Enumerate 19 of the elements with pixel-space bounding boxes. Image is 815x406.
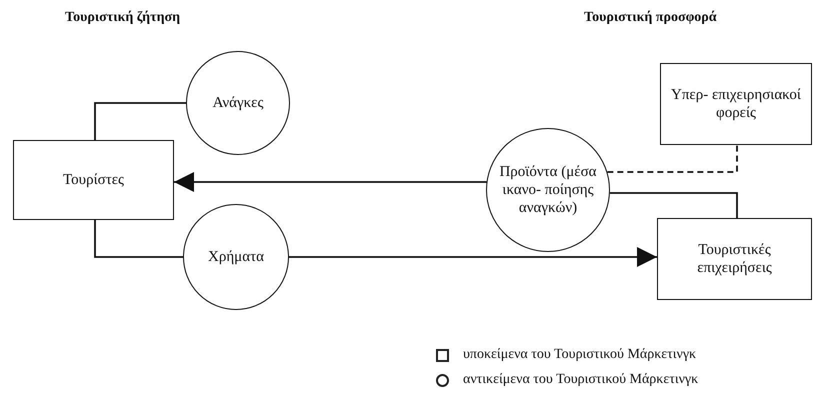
node-label: Χρήματα	[208, 248, 264, 266]
node-label: Ανάγκες	[212, 94, 264, 112]
rectangle-node	[657, 218, 812, 300]
node-label: Τουρίστες	[63, 171, 124, 189]
connector-line	[610, 192, 738, 218]
node-label: Τουριστικές επιχειρήσεις	[696, 241, 773, 277]
rectangle-node	[13, 140, 174, 220]
rectangle-node	[660, 63, 812, 145]
connector-line	[607, 145, 738, 173]
arrow	[289, 247, 657, 267]
arrow	[174, 172, 487, 192]
connector-line	[94, 102, 186, 140]
section-heading: Τουριστική ζήτηση	[65, 10, 180, 26]
legend-text: υποκείμενα του Τουριστικού Μάρκετινγκ	[463, 347, 696, 363]
legend-text: αντικείμενα του Τουριστικού Μάρκετινγκ	[463, 372, 698, 388]
node-label: Υπερ- επιχειρησιακοί φορείς	[671, 86, 801, 122]
section-heading: Τουριστική προσφορά	[584, 10, 717, 26]
node-label: Προϊόντα (μέσα ικανο- ποίησης αναγκών)	[498, 163, 598, 217]
connector-line	[94, 220, 183, 258]
